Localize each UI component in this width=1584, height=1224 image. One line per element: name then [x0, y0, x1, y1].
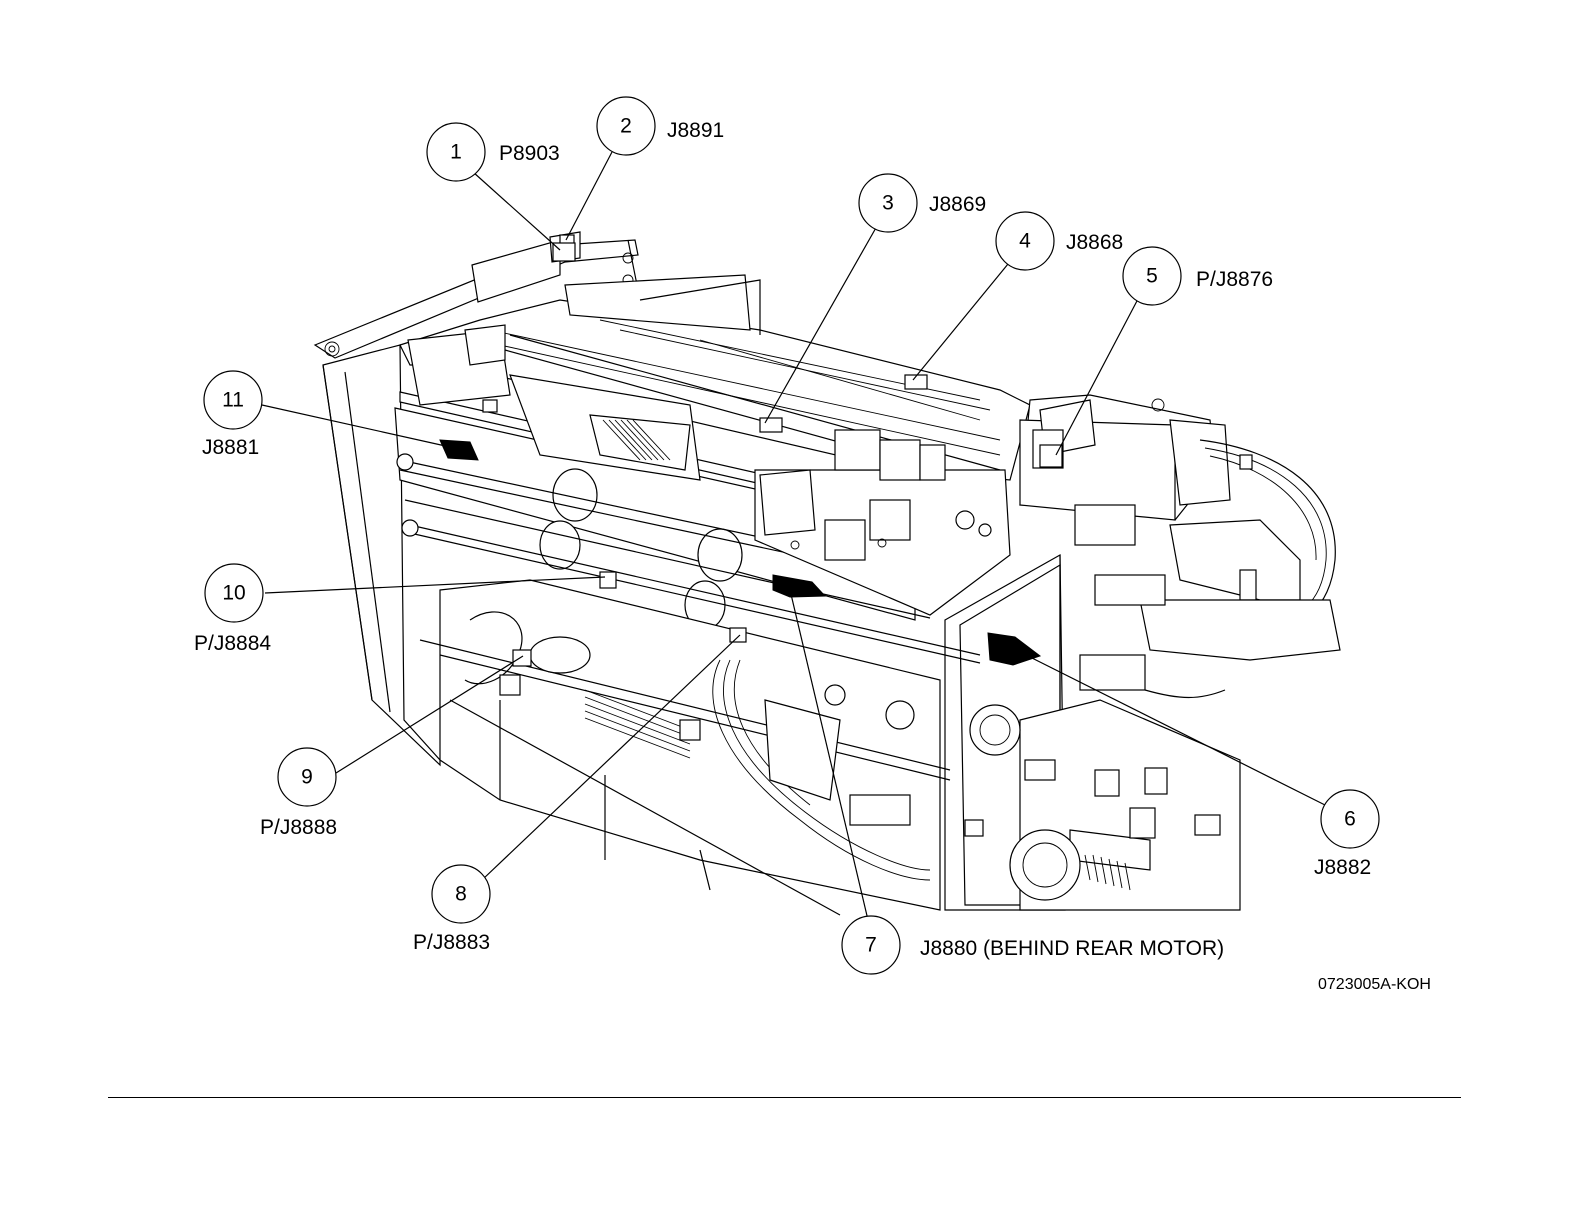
callout-3: 3 J8869: [859, 174, 986, 232]
callout-label: P/J8888: [260, 816, 337, 839]
callout-label: J8880 (BEHIND REAR MOTOR): [920, 937, 1224, 960]
footer-rule: [108, 1097, 1461, 1098]
callout-label: J8881: [202, 436, 259, 459]
callout-label: P8903: [499, 142, 560, 165]
callout-number: 3: [882, 192, 894, 215]
callout-1: 1 P8903: [427, 123, 560, 181]
callout-number: 5: [1146, 265, 1158, 288]
callout-5: 5 P/J8876: [1123, 247, 1273, 305]
callout-10: 10 P/J8884: [194, 564, 271, 655]
machine-illustration: [315, 232, 1340, 915]
callout-4: 4 J8868: [996, 212, 1123, 270]
leader-line-1: [473, 172, 560, 250]
leader-line-4: [913, 264, 1008, 380]
callout-11: 11 J8881: [202, 371, 262, 459]
callout-2: 2 J8891: [597, 97, 724, 155]
callout-number: 2: [620, 115, 632, 138]
figure-reference: 0723005A-KOH: [1318, 976, 1431, 993]
callout-number: 4: [1019, 230, 1031, 253]
callout-label: J8882: [1314, 856, 1371, 879]
callout-number: 6: [1344, 808, 1356, 831]
callout-number: 9: [301, 766, 313, 789]
leader-line-2: [566, 152, 612, 240]
callout-label: P/J8883: [413, 931, 490, 954]
callout-6: 6 J8882: [1314, 790, 1379, 879]
callout-7: 7 J8880 (BEHIND REAR MOTOR): [842, 916, 1224, 974]
callout-8: 8 P/J8883: [413, 865, 490, 954]
callout-label: P/J8884: [194, 632, 271, 655]
callout-label: J8891: [667, 119, 724, 142]
callout-9: 9 P/J8888: [260, 748, 337, 839]
callout-number: 8: [455, 883, 467, 906]
callout-number: 1: [450, 141, 462, 164]
callout-label: P/J8876: [1196, 268, 1273, 291]
callout-number: 11: [222, 389, 244, 412]
callout-label: J8869: [929, 193, 986, 216]
callout-label: J8868: [1066, 231, 1123, 254]
callout-number: 7: [865, 934, 877, 957]
callout-number: 10: [222, 582, 245, 605]
